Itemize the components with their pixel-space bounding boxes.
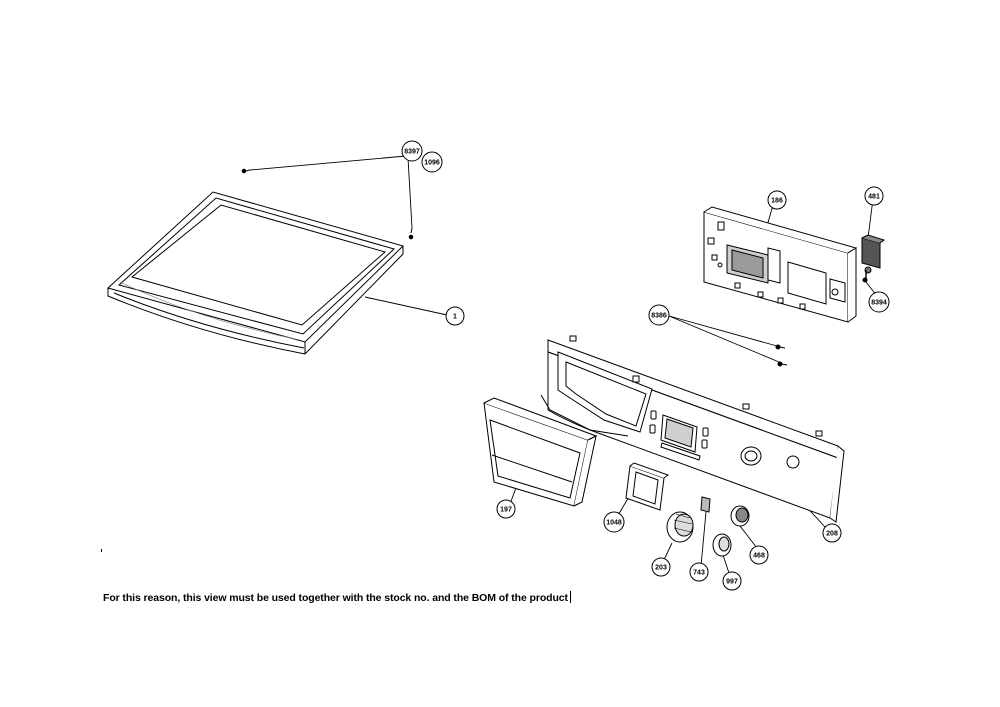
callout-label: 468 xyxy=(753,553,765,560)
callout-8397: 8397 xyxy=(401,140,423,162)
callout-label: 1048 xyxy=(606,520,622,527)
display-frame xyxy=(625,462,670,511)
callout-997: 997 xyxy=(722,571,742,591)
callout-1096: 1096 xyxy=(421,151,443,173)
callout-label: 197 xyxy=(500,507,512,514)
electronic-board xyxy=(703,206,858,323)
callout-8386: 8386 xyxy=(648,304,670,326)
selector-switch xyxy=(861,234,886,283)
dispenser-drawer xyxy=(483,397,598,507)
callout-8394: 8394 xyxy=(868,291,890,313)
footnote-text: For this reason, this view must be used … xyxy=(103,592,568,604)
callout-label: 186 xyxy=(771,198,783,205)
push-button xyxy=(712,533,732,557)
leader-lines xyxy=(249,155,878,577)
callout-label: 8397 xyxy=(404,149,420,156)
footnote: For this reason, this view must be used … xyxy=(103,591,572,604)
lid-screws xyxy=(241,168,414,240)
callout-label: 203 xyxy=(655,565,667,572)
light-pipe xyxy=(700,496,711,513)
callout-481: 481 xyxy=(864,186,884,206)
callout-203: 203 xyxy=(651,557,671,577)
callout-1: 1 xyxy=(445,306,465,326)
callout-label: 208 xyxy=(826,531,838,538)
callout-186: 186 xyxy=(767,190,787,210)
callout-743: 743 xyxy=(689,562,709,582)
callout-1048: 1048 xyxy=(603,511,625,533)
callout-label: 8394 xyxy=(871,300,887,307)
callout-label: 1 xyxy=(453,314,457,321)
top-lid xyxy=(106,191,404,355)
program-knob xyxy=(666,511,694,543)
panel-screws xyxy=(775,344,788,367)
callout-197: 197 xyxy=(496,499,516,519)
callout-label: 8386 xyxy=(651,313,667,320)
callout-208: 208 xyxy=(822,523,842,543)
callout-label: 743 xyxy=(693,570,705,577)
control-panel xyxy=(540,335,845,523)
callout-label: 1096 xyxy=(424,160,440,167)
callout-468: 468 xyxy=(749,545,769,565)
text-cursor xyxy=(569,591,572,603)
stray-mark xyxy=(101,549,102,552)
round-button xyxy=(730,505,750,527)
callout-label: 481 xyxy=(868,194,880,201)
callout-label: 997 xyxy=(726,579,738,586)
